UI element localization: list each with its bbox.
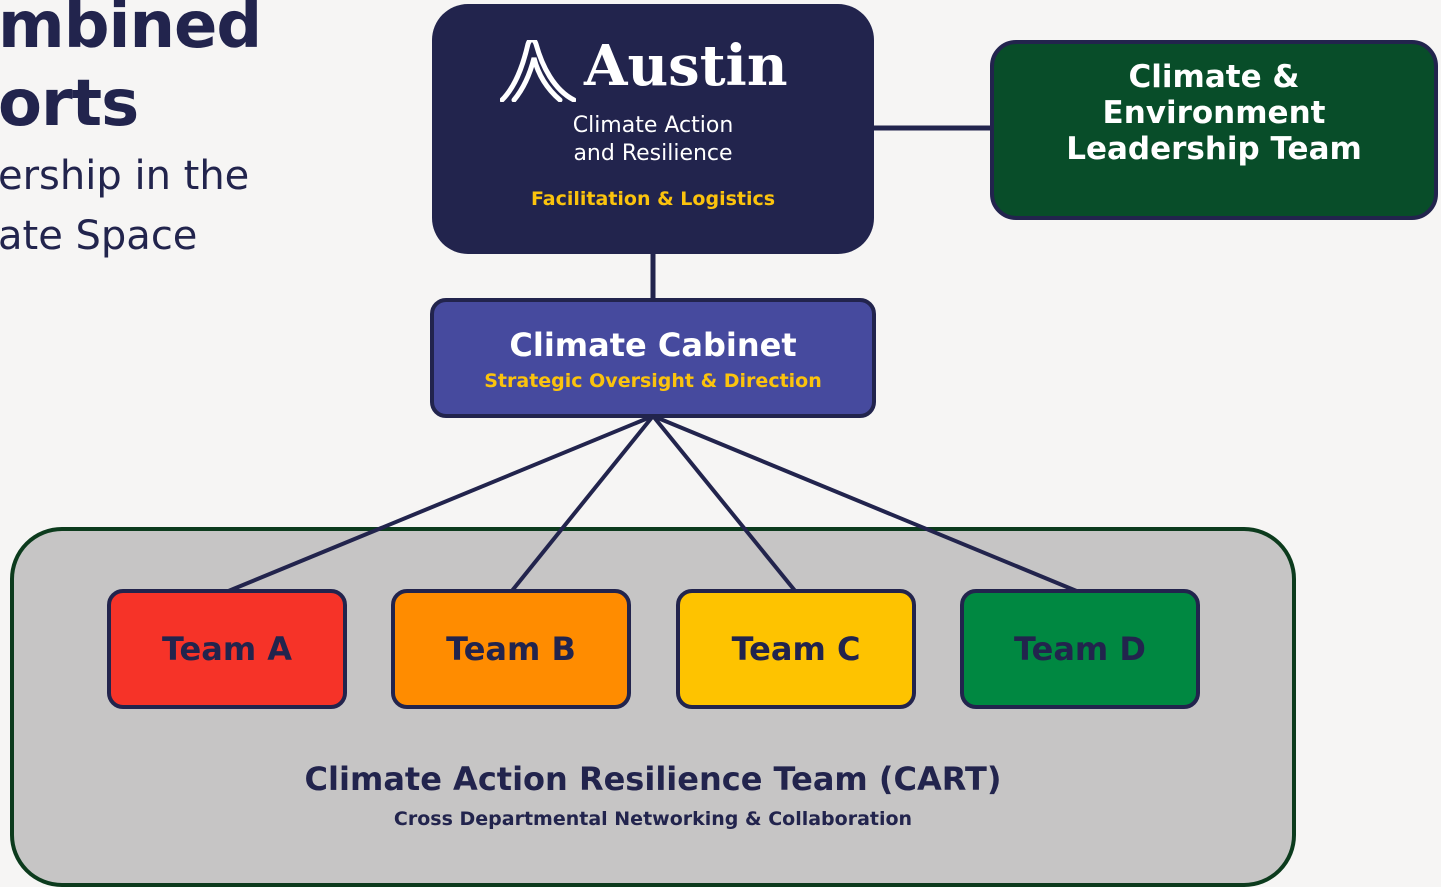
celt-title-line3: Leadership Team: [1066, 131, 1362, 167]
climate-cabinet-title: Climate Cabinet: [509, 326, 797, 364]
team-b-box: Team B: [391, 589, 631, 709]
team-a-label: Team A: [161, 630, 293, 668]
connector-cabinet-team-b: [509, 414, 655, 594]
austin-car-box: Austin Climate Action and Resilience Fac…: [432, 4, 874, 254]
austin-logo-icon: [500, 40, 576, 102]
team-c-label: Team C: [731, 630, 861, 668]
team-b-label: Team B: [446, 630, 576, 668]
austin-role-label: Facilitation & Logistics: [530, 188, 776, 210]
team-d-label: Team D: [1014, 630, 1146, 668]
page-heading-line2: orts: [0, 67, 139, 141]
austin-logo-subtitle-line1: Climate Action: [572, 113, 734, 138]
page-subheading-line2: ate Space: [0, 213, 198, 259]
celt-title: Climate & Environment Leadership Team: [1066, 59, 1362, 167]
page-heading-line1: mbined: [0, 0, 262, 63]
celt-title-line2: Environment: [1102, 95, 1326, 131]
cart-title: Climate Action Resilience Team (CART): [304, 760, 1002, 798]
connector-cabinet-team-c: [651, 414, 798, 594]
austin-logo: Austin: [498, 38, 808, 108]
celt-title-line1: Climate &: [1128, 59, 1300, 95]
austin-logo-subtitle: Climate Action and Resilience: [432, 112, 874, 168]
climate-cabinet-role: Strategic Oversight & Direction: [484, 370, 822, 392]
connector-cabinet-team-d: [652, 414, 1080, 594]
page-subheading-line1: ership in the: [0, 153, 250, 199]
cart-subtitle: Cross Departmental Networking & Collabor…: [393, 808, 913, 830]
team-c-box: Team C: [676, 589, 916, 709]
team-a-box: Team A: [107, 589, 347, 709]
austin-logo-subtitle-line2: and Resilience: [573, 141, 733, 166]
celt-box: Climate & Environment Leadership Team: [990, 40, 1438, 220]
connector-cabinet-team-a: [225, 414, 654, 594]
austin-logo-wordmark: Austin: [584, 33, 788, 99]
team-d-box: Team D: [960, 589, 1200, 709]
climate-cabinet-box: Climate Cabinet Strategic Oversight & Di…: [430, 298, 876, 418]
